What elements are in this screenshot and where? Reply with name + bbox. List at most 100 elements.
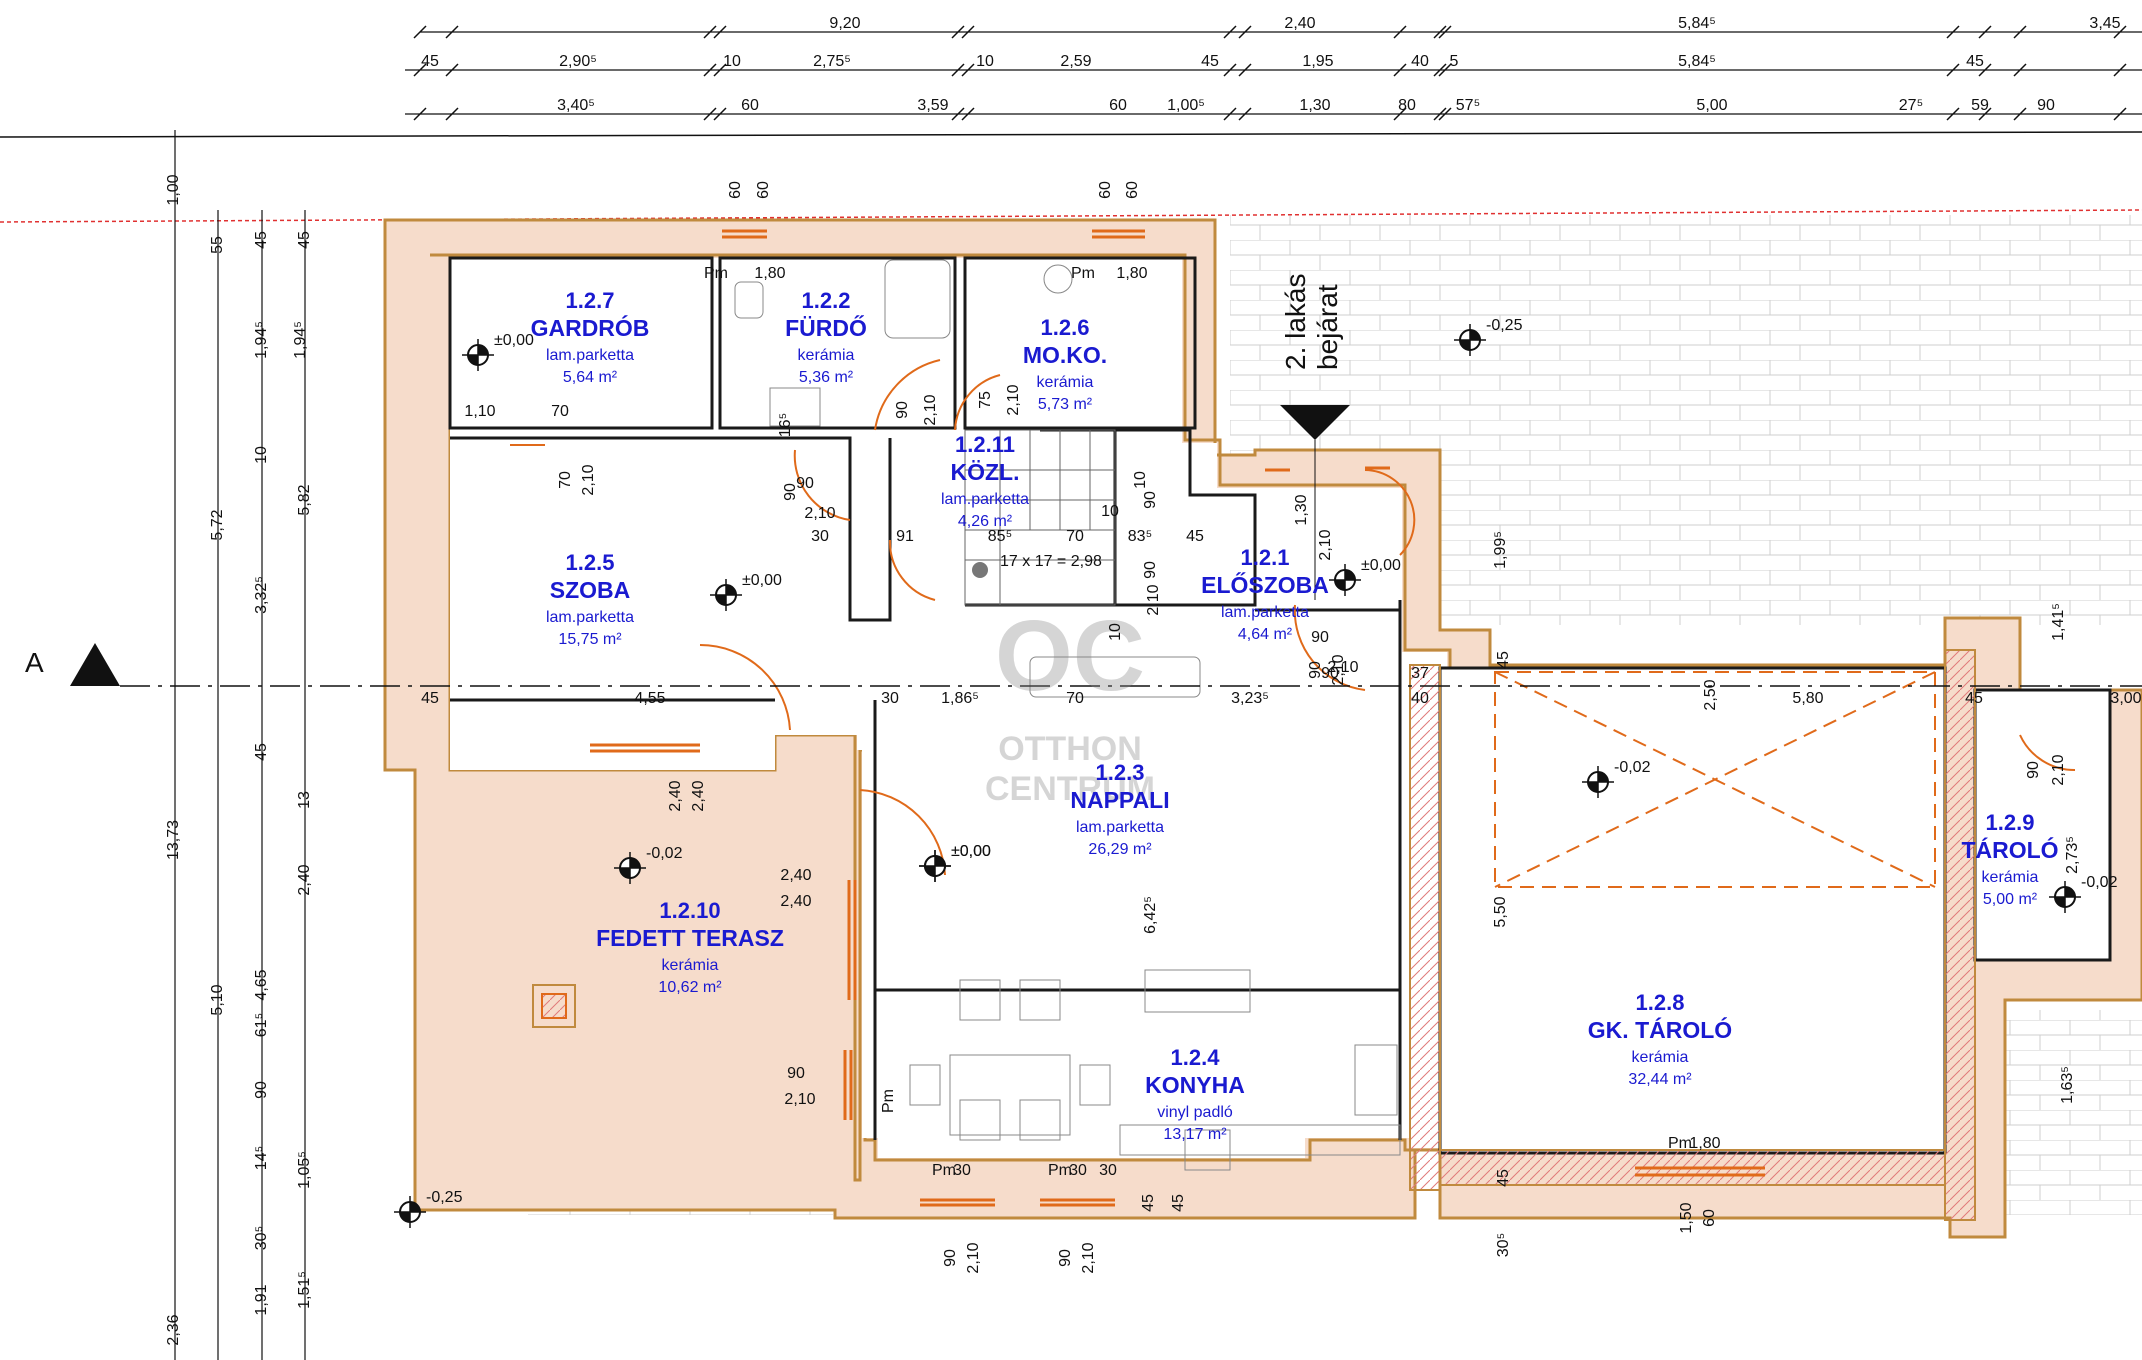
dim-row2: 45 <box>421 53 439 70</box>
dim-left-col4: 5,82 <box>296 484 313 515</box>
stair-start-marker <box>972 562 988 578</box>
dim-opening: 37 <box>1411 665 1429 682</box>
dim-left-col3: 61⁵ <box>253 1013 270 1037</box>
room-area: 13,17 m² <box>1163 1126 1227 1143</box>
watermark-line2: CENTRUM <box>985 770 1155 808</box>
dim-opening: 60 <box>755 181 772 199</box>
dim-row2: 5,84⁵ <box>1678 53 1716 70</box>
garage-wall-left <box>1409 664 1441 1191</box>
room-area: 5,00 m² <box>1983 891 2038 908</box>
dim-opening: 45 <box>1186 528 1204 545</box>
room-area: 5,64 m² <box>563 369 618 386</box>
dim-opening: 2,10 <box>1145 584 1162 615</box>
level-value: ±0,00 <box>1361 557 1401 574</box>
dim-row2: 2,75⁵ <box>813 53 851 70</box>
dim-left-col3: 4,65 <box>253 969 270 1000</box>
dim-row1: 5,84⁵ <box>1678 15 1716 32</box>
dim-axis: 70 <box>1066 690 1084 707</box>
dim-left-outer: 2,36 <box>165 1314 182 1345</box>
dim-opening: 2,73⁵ <box>2064 836 2081 874</box>
dim-opening: 2,10 <box>2050 754 2067 785</box>
dim-opening: 2,40 <box>690 780 707 811</box>
dim-left-col3: 30⁵ <box>253 1226 270 1250</box>
dim-row3: 1,30 <box>1299 97 1330 114</box>
dim-opening: 5,50 <box>1492 896 1509 927</box>
dim-opening: 90 <box>942 1249 959 1267</box>
room-material: kerámia <box>1982 869 2039 886</box>
level-marker: -0,25 <box>1454 317 1523 356</box>
room-name: KÖZL. <box>951 459 1020 485</box>
room-area: 32,44 m² <box>1628 1071 1692 1088</box>
level-value: -0,02 <box>2081 874 2118 891</box>
dim-row3: 90 <box>2037 97 2055 114</box>
dim-left-col4: 1,05⁵ <box>296 1151 313 1189</box>
room-name: NAPPALI <box>1070 787 1169 813</box>
level-marker: -0,02 <box>2049 874 2118 913</box>
dim-left-col4: 1,51⁵ <box>296 1271 313 1309</box>
dim-left-col3: 14⁵ <box>253 1146 270 1170</box>
level-value: ±0,00 <box>742 572 782 589</box>
room-number: 1.2.5 <box>566 550 615 575</box>
dim-left-col4: 2,40 <box>296 864 313 895</box>
dim-opening: Pm <box>1071 265 1095 282</box>
dim-row3: 3,59 <box>917 97 948 114</box>
dim-opening: 1,50 <box>1678 1202 1695 1233</box>
dim-row2: 45 <box>1966 53 1984 70</box>
windows <box>590 229 1765 1207</box>
level-marker: -0,25 <box>394 1189 463 1228</box>
dim-row2: 10 <box>976 53 994 70</box>
dim-opening: Pm <box>704 265 728 282</box>
dim-axis: 3,00 <box>2110 690 2141 707</box>
room-name: KONYHA <box>1145 1072 1245 1098</box>
room-number: 1.2.4 <box>1171 1045 1221 1070</box>
dim-left-col3: 90 <box>253 1081 270 1099</box>
dim-opening: 90 <box>1142 491 1159 509</box>
dim-opening: 90 <box>796 475 814 492</box>
dim-row2: 2,90⁵ <box>559 53 597 70</box>
baseline <box>0 131 2142 138</box>
room-number: 1.2.11 <box>955 432 1015 457</box>
room-material: kerámia <box>1037 374 1094 391</box>
paving-bottom-right <box>1985 1010 2142 1215</box>
dim-opening: 90 <box>1311 629 1329 646</box>
dim-row2: 2,59 <box>1060 53 1091 70</box>
stair-note: 17 x 17 = 2,98 <box>1000 553 1102 570</box>
dim-left-col4: 13 <box>296 791 313 809</box>
dim-left-col4: 45 <box>296 231 313 249</box>
room-material: lam.parketta <box>546 609 634 626</box>
dim-opening: 90 <box>1321 665 1339 682</box>
entrance-label-2: bejárat <box>1312 284 1343 370</box>
dim-left-col3: 45 <box>253 743 270 761</box>
furniture <box>734 259 1401 1171</box>
room-name: MO.KO. <box>1023 342 1107 368</box>
dim-row1: 9,20 <box>829 15 860 32</box>
room-material: vinyl padló <box>1157 1104 1233 1121</box>
room-area: 26,29 m² <box>1088 841 1152 858</box>
dim-axis: 4,55 <box>634 690 665 707</box>
dim-left-mid: 5,10 <box>209 984 226 1015</box>
dim-row3: 57⁵ <box>1456 97 1480 114</box>
room-area: 5,36 m² <box>799 369 854 386</box>
dim-row1: 2,40 <box>1284 15 1315 32</box>
level-marker: ±0,00 <box>462 332 534 371</box>
level-value: ±0,00 <box>951 843 991 860</box>
dim-row2: 10 <box>723 53 741 70</box>
dim-opening: 1,80 <box>754 265 785 282</box>
room-name: GARDRÓB <box>531 314 650 341</box>
dim-opening: 2,10 <box>1327 659 1358 676</box>
dim-row3: 60 <box>1109 97 1127 114</box>
dim-row3: 80 <box>1398 97 1416 114</box>
dim-opening: 60 <box>1124 181 1141 199</box>
room-number: 1.2.1 <box>1241 545 1290 570</box>
section-marker: A <box>25 647 44 678</box>
dim-row3: 5,00 <box>1696 97 1727 114</box>
dim-opening: 60 <box>1701 1209 1718 1227</box>
dim-opening: 90 <box>894 401 911 419</box>
garage-wall-right <box>1944 649 1976 1221</box>
dim-opening: Pm <box>880 1089 897 1113</box>
dim-row3: 1,00⁵ <box>1167 97 1205 114</box>
room-material: lam.parketta <box>1076 819 1164 836</box>
dim-opening: 2,10 <box>1005 384 1022 415</box>
